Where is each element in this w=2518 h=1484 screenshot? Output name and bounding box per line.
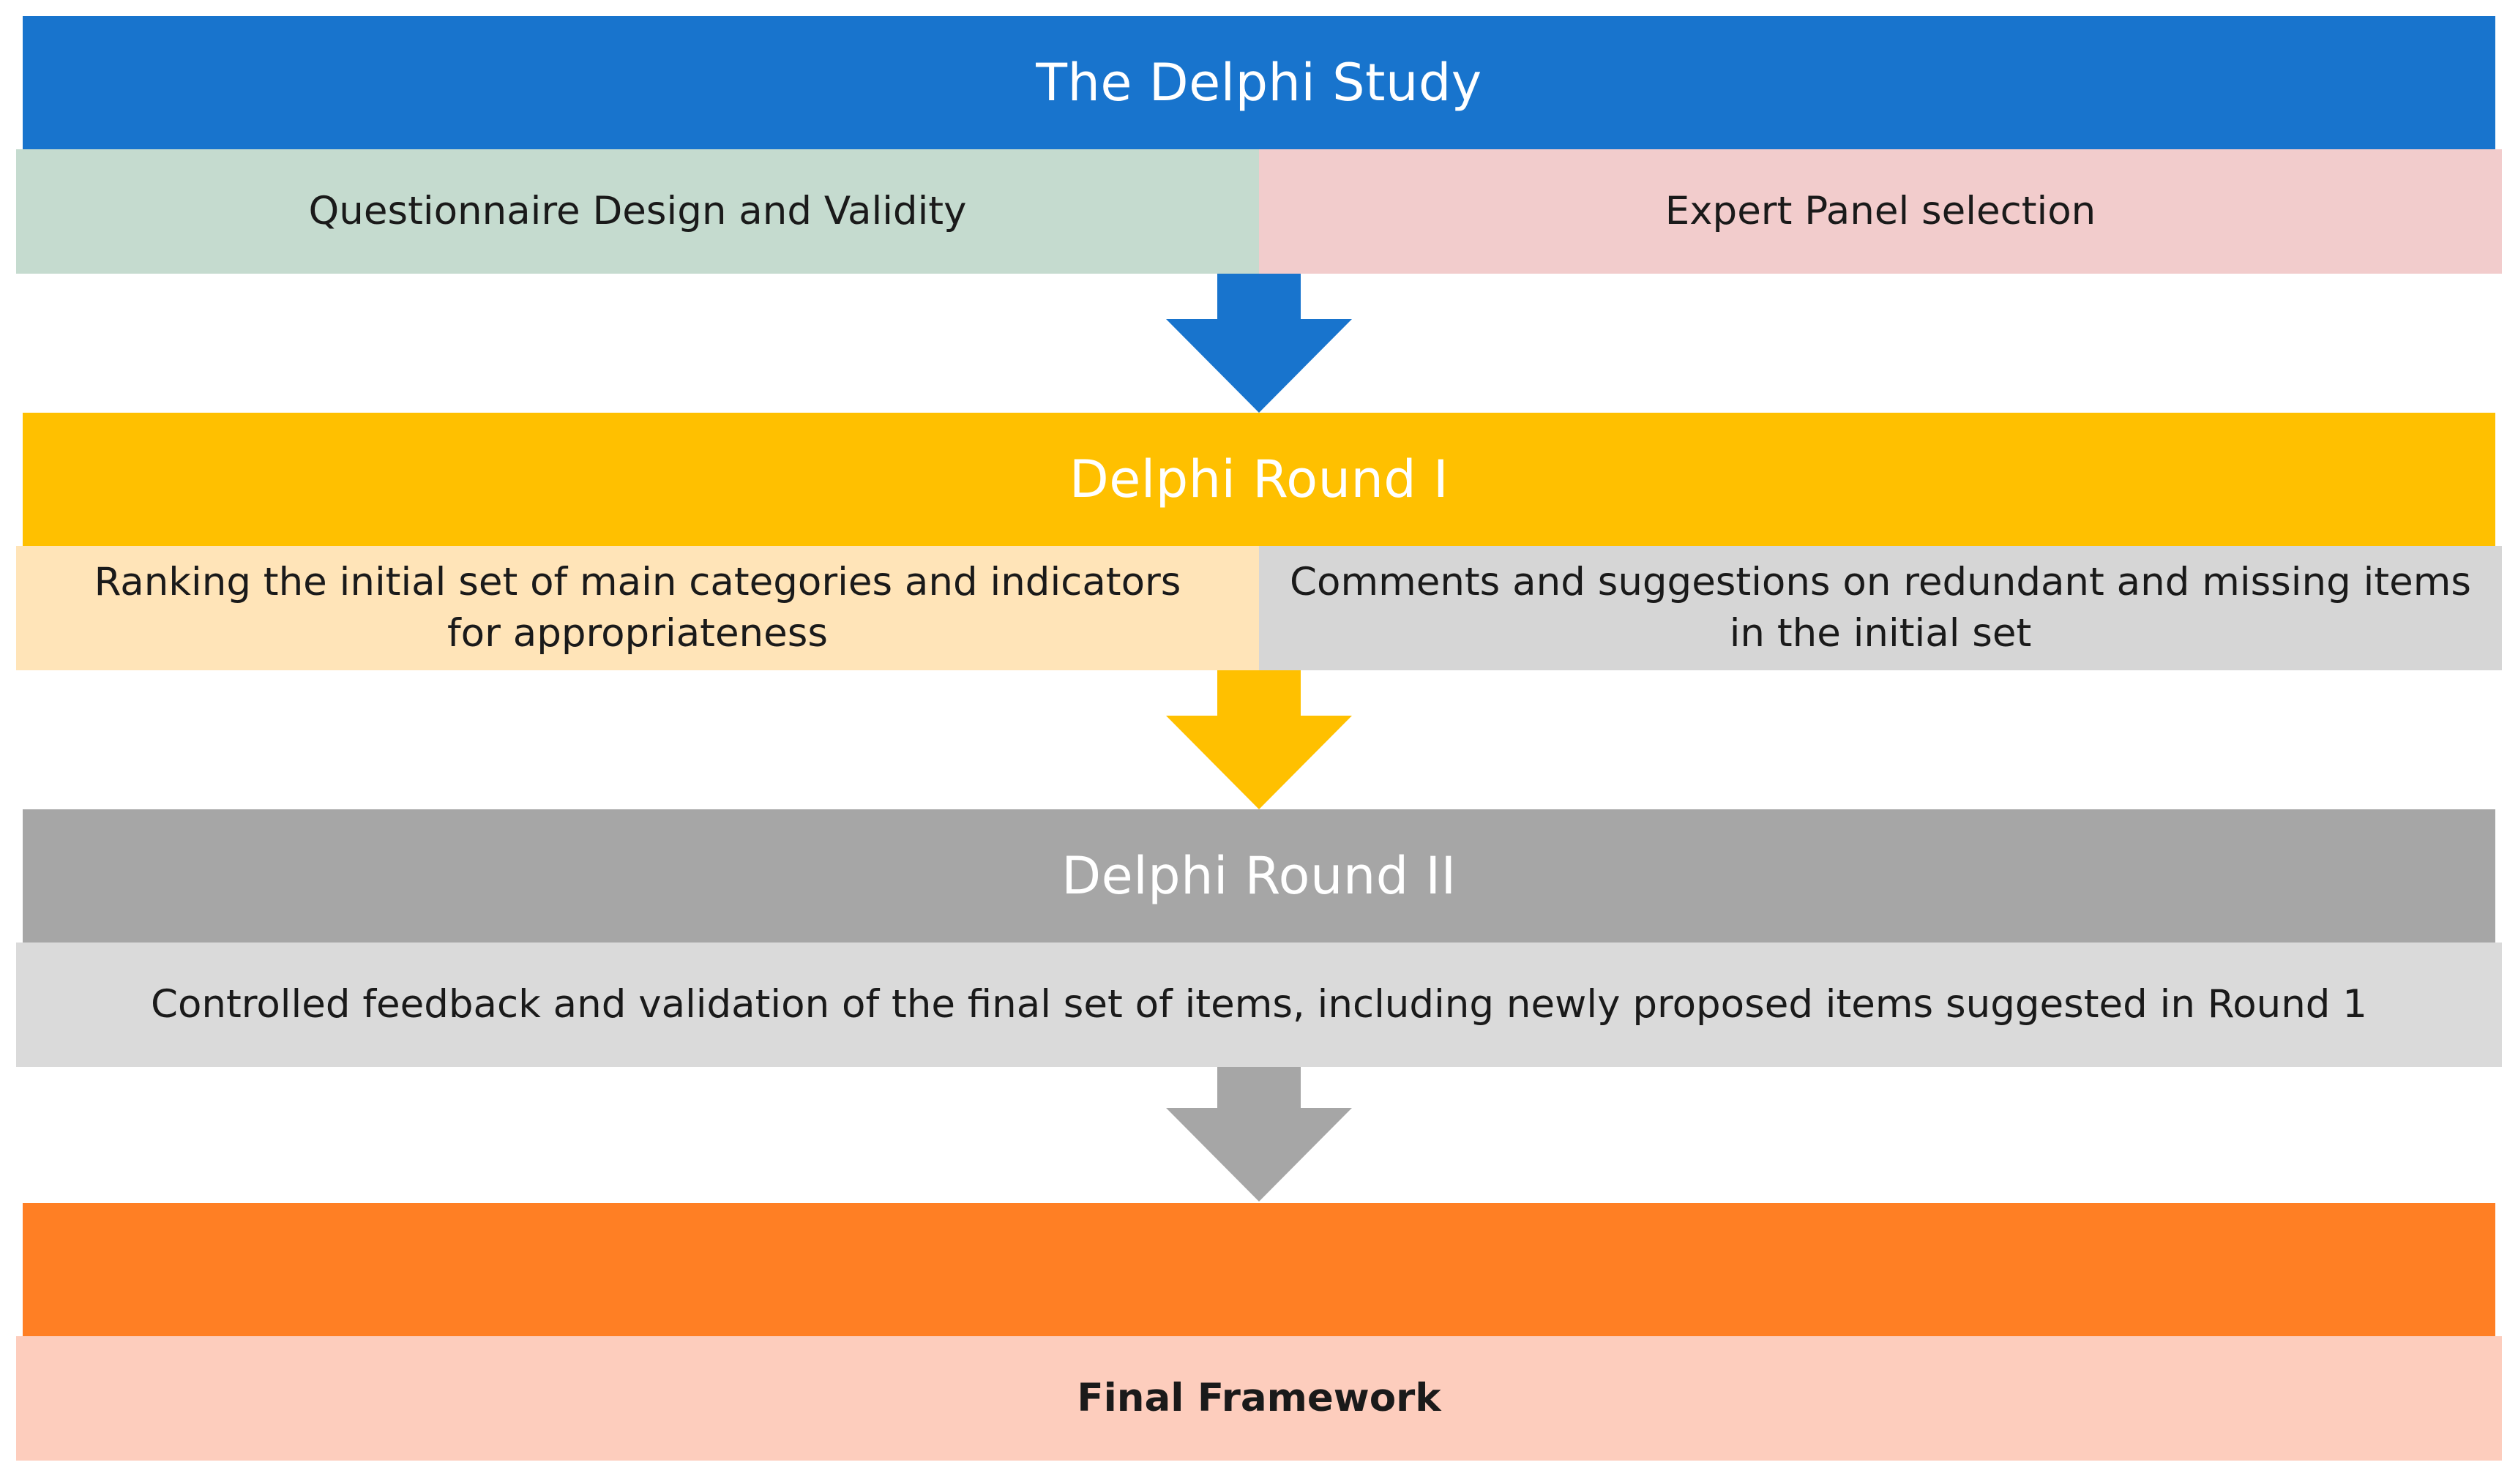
stage-1-header: The Delphi Study	[23, 16, 2495, 149]
down-arrow-icon	[1166, 274, 1352, 413]
down-arrow-icon	[1166, 670, 1352, 809]
stage-2-box-comments: Comments and suggestions on redundant an…	[1259, 546, 2502, 670]
stage-3-title: Delphi Round II	[1061, 846, 1457, 906]
final-framework-box: Final Framework	[16, 1336, 2502, 1461]
stage-2-header: Delphi Round I	[23, 413, 2495, 546]
stage-4-detail-row: Final Framework	[16, 1336, 2502, 1461]
down-arrow-1-shape	[1166, 274, 1352, 413]
down-arrow-3-shape	[1166, 1067, 1352, 1202]
stage-3-box-feedback: Controlled feedback and validation of th…	[16, 943, 2502, 1067]
stage-2-detail-row: Ranking the initial set of main categori…	[16, 546, 2502, 670]
stage-2-title: Delphi Round I	[1069, 449, 1449, 509]
stage-2-box-ranking: Ranking the initial set of main categori…	[16, 546, 1259, 670]
stage-4-header	[23, 1203, 2495, 1336]
stage-1-title: The Delphi Study	[1036, 53, 1482, 113]
stage-3-header: Delphi Round II	[23, 809, 2495, 943]
stage-3-detail-row: Controlled feedback and validation of th…	[16, 943, 2502, 1067]
stage-1-box-questionnaire: Questionnaire Design and Validity	[16, 149, 1259, 274]
down-arrow-icon	[1166, 1067, 1352, 1202]
stage-1-box-expert-panel: Expert Panel selection	[1259, 149, 2502, 274]
stage-1-detail-row: Questionnaire Design and Validity Expert…	[16, 149, 2502, 274]
down-arrow-2-shape	[1166, 670, 1352, 809]
